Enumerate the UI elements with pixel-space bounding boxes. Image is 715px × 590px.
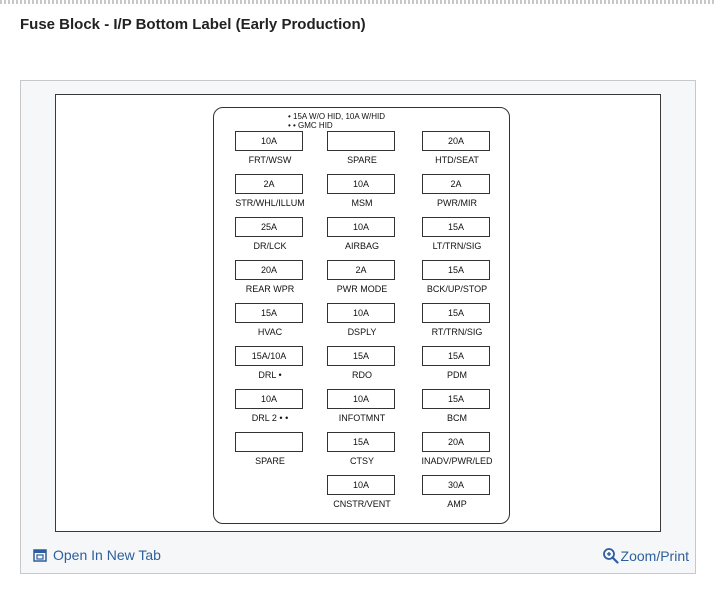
- fuse-slot: 30A AMP: [407, 475, 507, 511]
- fuse-label: PWR/MIR: [437, 198, 477, 208]
- open-in-new-tab-label: Open In New Tab: [53, 547, 161, 563]
- open-in-new-tab-icon: [33, 548, 47, 562]
- fuse-label: PWR MODE: [336, 284, 388, 294]
- fuse-slot: 10A DSPLY: [312, 303, 412, 339]
- diagram-image: • 15A W/O HID, 10A W/HID • • GMC HID 10A…: [55, 94, 661, 532]
- page-title: Fuse Block - I/P Bottom Label (Early Pro…: [20, 16, 366, 33]
- fuse-rating: 10A: [327, 217, 395, 237]
- footnote-hid: • 15A W/O HID, 10A W/HID: [288, 112, 386, 121]
- fuse-rating: 15A: [235, 303, 303, 323]
- fuse-rating: [235, 432, 303, 452]
- diagram-frame: • 15A W/O HID, 10A W/HID • • GMC HID 10A…: [20, 80, 696, 574]
- fuse-label: SPARE: [255, 456, 285, 466]
- fuse-slot: 20A REAR WPR: [220, 260, 320, 296]
- fuse-label: DRL 2 • •: [251, 413, 289, 423]
- fuse-label: FRT/WSW: [248, 155, 292, 165]
- fuse-rating: 15A: [422, 217, 490, 237]
- fuse-label: INFOTMNT: [338, 413, 386, 423]
- fuse-block-panel: • 15A W/O HID, 10A W/HID • • GMC HID 10A…: [213, 107, 510, 524]
- fuse-rating: 10A: [327, 174, 395, 194]
- fuse-rating: 2A: [327, 260, 395, 280]
- fuse-slot: 2A PWR/MIR: [407, 174, 507, 210]
- fuse-label: STR/WHL/ILLUM: [235, 198, 305, 208]
- fuse-slot: 15A RT/TRN/SIG: [407, 303, 507, 339]
- fuse-label: HTD/SEAT: [435, 155, 479, 165]
- fuse-label: PDM: [447, 370, 467, 380]
- fuse-slot: SPARE: [312, 131, 412, 167]
- fuse-slot: 10A CNSTR/VENT: [312, 475, 412, 511]
- fuse-slot: 20A HTD/SEAT: [407, 131, 507, 167]
- fuse-rating: 10A: [327, 475, 395, 495]
- fuse-slot: 10A DRL 2 • •: [220, 389, 320, 425]
- fuse-slot: 15A BCK/UP/STOP: [407, 260, 507, 296]
- fuse-rating: 15A: [327, 346, 395, 366]
- fuse-label: AIRBAG: [344, 241, 379, 251]
- fuse-label: AMP: [447, 499, 467, 509]
- fuse-slot: 10A AIRBAG: [312, 217, 412, 253]
- fuse-label: BCK/UP/STOP: [426, 284, 488, 294]
- fuse-slot: 15A HVAC: [220, 303, 320, 339]
- fuse-label: RDO: [352, 370, 372, 380]
- fuse-rating: 15A: [422, 346, 490, 366]
- fuse-label: DR/LCK: [253, 241, 287, 251]
- open-in-new-tab-link[interactable]: Open In New Tab: [33, 547, 161, 563]
- fuse-rating: 15A: [327, 432, 395, 452]
- fuse-label: CTSY: [349, 456, 374, 466]
- fuse-rating: 15A/10A: [235, 346, 303, 366]
- fuse-slot: 2A STR/WHL/ILLUM: [220, 174, 320, 210]
- fuse-label: MSM: [351, 198, 373, 208]
- fuse-rating: 10A: [235, 131, 303, 151]
- fuse-label: LT/TRN/SIG: [432, 241, 482, 251]
- fuse-slot: 15A CTSY: [312, 432, 412, 468]
- fuse-slot: SPARE: [220, 432, 320, 468]
- fuse-rating: 20A: [235, 260, 303, 280]
- fuse-rating: 10A: [235, 389, 303, 409]
- fuse-rating: 20A: [422, 432, 490, 452]
- fuse-label: SPARE: [347, 155, 377, 165]
- fuse-label: CNSTR/VENT: [333, 499, 391, 509]
- footnote-gmc-hid: • • GMC HID: [288, 121, 333, 130]
- top-divider: [0, 0, 715, 4]
- fuse-rating: [327, 131, 395, 151]
- fuse-slot: 15A PDM: [407, 346, 507, 382]
- fuse-rating: 15A: [422, 260, 490, 280]
- fuse-slot: 10A FRT/WSW: [220, 131, 320, 167]
- fuse-label: DRL •: [258, 370, 282, 380]
- fuse-slot: 2A PWR MODE: [312, 260, 412, 296]
- zoom-print-link[interactable]: Zoom/Print: [602, 547, 689, 564]
- magnifier-icon: [602, 547, 619, 564]
- fuse-slot: 20A INADV/PWR/LED: [407, 432, 507, 468]
- fuse-slot: 10A INFOTMNT: [312, 389, 412, 425]
- fuse-rating: 30A: [422, 475, 490, 495]
- fuse-rating: 10A: [327, 389, 395, 409]
- fuse-slot: 15A BCM: [407, 389, 507, 425]
- fuse-label: REAR WPR: [245, 284, 295, 294]
- zoom-print-label: Zoom/Print: [620, 547, 689, 564]
- fuse-rating: 20A: [422, 131, 490, 151]
- fuse-label: DSPLY: [347, 327, 377, 337]
- fuse-rating: 15A: [422, 389, 490, 409]
- fuse-label: BCM: [447, 413, 467, 423]
- fuse-rating: 2A: [235, 174, 303, 194]
- fuse-rating: 2A: [422, 174, 490, 194]
- fuse-rating: 25A: [235, 217, 303, 237]
- fuse-slot: 15A/10A DRL •: [220, 346, 320, 382]
- fuse-rating: 15A: [422, 303, 490, 323]
- fuse-label: RT/TRN/SIG: [431, 327, 483, 337]
- fuse-label: INADV/PWR/LED: [421, 456, 493, 466]
- fuse-slot: 25A DR/LCK: [220, 217, 320, 253]
- fuse-slot: 15A RDO: [312, 346, 412, 382]
- fuse-label: HVAC: [257, 327, 283, 337]
- fuse-slot: 15A LT/TRN/SIG: [407, 217, 507, 253]
- fuse-slot: 10A MSM: [312, 174, 412, 210]
- fuse-rating: 10A: [327, 303, 395, 323]
